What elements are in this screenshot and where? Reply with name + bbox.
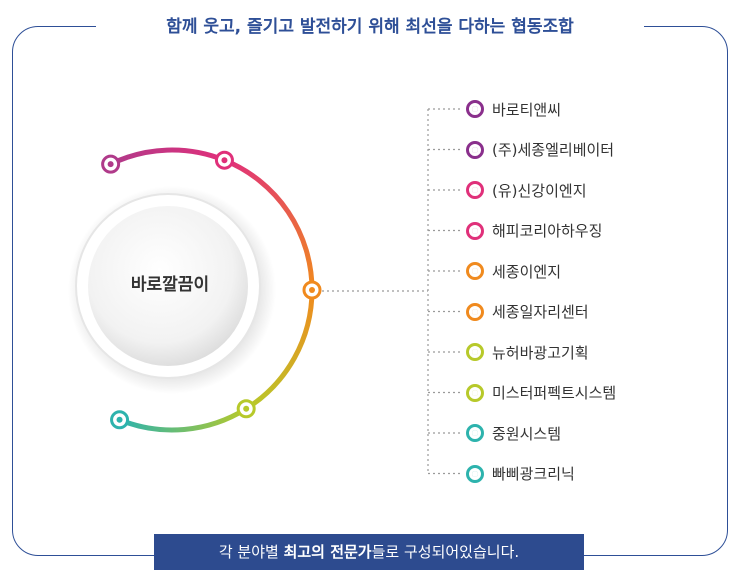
member-item: 미스터퍼펙트시스템 [466, 381, 616, 405]
member-name: 빠삐광크리닉 [492, 465, 575, 483]
hub-arc-node-core [116, 416, 123, 423]
hub-arc-node-core [107, 161, 114, 168]
member-bullet-icon [466, 383, 484, 402]
member-bullet-icon [466, 140, 484, 159]
hub-arc-segment [243, 287, 315, 412]
member-item: 뉴허바광고기획 [466, 340, 589, 364]
headline: 함께 웃고, 즐기고 발전하기 위해 최선을 다하는 협동조합 [96, 12, 644, 42]
member-name: 바로티앤씨 [492, 100, 562, 119]
member-item: 중원시스템 [466, 421, 561, 445]
hub-arc [101, 147, 322, 433]
member-name: 중원시스템 [492, 424, 562, 443]
member-bullet-icon [466, 464, 484, 483]
hub-label: 바로깔끔이 [130, 275, 210, 295]
member-bullet-icon [466, 221, 484, 240]
hub-disc [88, 206, 248, 366]
member-bullet-icon [466, 302, 484, 321]
member-item: (유)신강이엔지 [466, 178, 587, 202]
member-name: 해피코리아하우징 [492, 222, 603, 240]
member-item: 세종일자리센터 [466, 300, 589, 324]
hub-arc-segment [221, 157, 315, 293]
member-item: (주)세종엘리베이터 [466, 138, 614, 162]
member-item: 해피코리아하우징 [466, 219, 602, 243]
footer-emphasis: 최고의 전문가 [283, 543, 372, 561]
footer-banner: 각 분야별 최고의 전문가들로 구성되어있습니다. [154, 534, 584, 570]
member-bullet-icon [466, 262, 484, 280]
member-name: 세종일자리센터 [492, 303, 589, 321]
member-item: 바로티앤씨 [466, 97, 561, 121]
member-item: 빠삐광크리닉 [466, 462, 575, 486]
hub-arc-segment [108, 147, 227, 167]
footer-suffix: 들로 구성되어있습니다. [371, 543, 520, 561]
member-bullet-icon [466, 100, 484, 118]
member-name: (주)세종엘리베이터 [492, 141, 615, 159]
member-bullet-icon [466, 181, 484, 199]
member-bullet-icon [466, 343, 484, 361]
hub-arc-node-core [221, 157, 228, 164]
footer-prefix: 각 분야별 [218, 543, 284, 561]
member-name: 뉴허바광고기획 [492, 343, 589, 362]
hub-arc-node-core [243, 405, 250, 412]
member-bracket [427, 108, 462, 475]
member-name: (유)신강이엔지 [492, 181, 587, 200]
member-name: 세종이엔지 [492, 262, 562, 281]
member-name: 미스터퍼펙트시스템 [492, 384, 617, 402]
member-bullet-icon [466, 424, 484, 442]
member-item: 세종이엔지 [466, 259, 561, 283]
hub-arc-node-core [309, 287, 315, 293]
hub-arc-segment [117, 406, 249, 433]
